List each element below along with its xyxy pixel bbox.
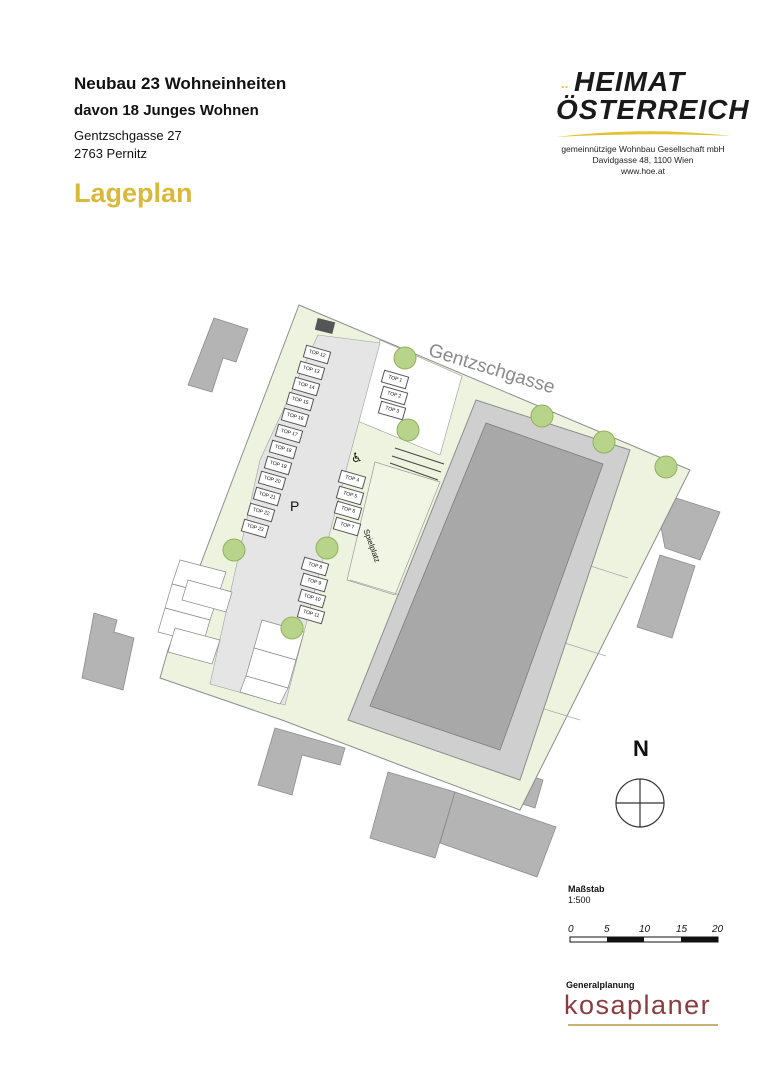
scale-label: Maßstab: [568, 884, 605, 894]
tree-icon: [396, 418, 420, 442]
generalplanung-label: Generalplanung: [566, 980, 635, 990]
logo-line2: ÖSTERREICH: [556, 94, 750, 125]
tree-icon: [280, 616, 304, 640]
scale-value: 1:500: [568, 895, 591, 905]
scale-tick: 20: [712, 924, 724, 935]
logo-dots: ..: [561, 76, 569, 91]
logo-line1: HEIMAT: [574, 66, 686, 97]
project-title: Neubau 23 Wohneinheiten: [74, 74, 287, 93]
trees: [222, 346, 678, 640]
tree-icon: [530, 404, 554, 428]
compass-icon: [615, 778, 665, 828]
parking-driveway: [209, 334, 381, 706]
tree-icon: [592, 430, 616, 454]
parking-stalls-left: [157, 559, 233, 665]
wheelchair-icon: ♿: [351, 450, 363, 465]
scale-bar: [569, 936, 719, 943]
brand-underline: [568, 1024, 718, 1026]
tree-icon: [315, 536, 339, 560]
tree-icon: [654, 455, 678, 479]
parking-label: P: [290, 498, 300, 514]
tree-icon: [222, 538, 246, 562]
logo-tagline: gemeinnützige Wohnbau Gesellschaft mbH: [561, 144, 725, 154]
north-label: N: [633, 736, 649, 761]
city-address: 2763 Pernitz: [74, 146, 147, 161]
logo-address: Davidgasse 48, 1100 Wien: [592, 155, 694, 165]
waste-container: [314, 318, 336, 334]
kosaplaner-logo: kosaplaner: [564, 990, 712, 1020]
heimat-oesterreich-logo: .. HEIMAT ÖSTERREICH gemeinnützige Wohnb…: [548, 66, 749, 178]
street-address: Gentzschgasse 27: [74, 128, 182, 143]
neighbor-buildings: [81, 317, 721, 878]
plan-title: Lageplan: [74, 178, 193, 208]
project-subtitle: davon 18 Junges Wohnen: [74, 102, 259, 119]
playground-area: [346, 461, 441, 596]
logo-url: www.hoe.at: [621, 166, 665, 176]
tree-icon: [393, 346, 417, 370]
scale-tick: 5: [604, 924, 610, 935]
scale-tick: 10: [639, 924, 651, 935]
scale-tick: 15: [676, 924, 688, 935]
scale-tick: 0: [568, 924, 574, 935]
logo-swoosh-icon: [556, 131, 731, 137]
main-building-roof: [369, 422, 604, 751]
